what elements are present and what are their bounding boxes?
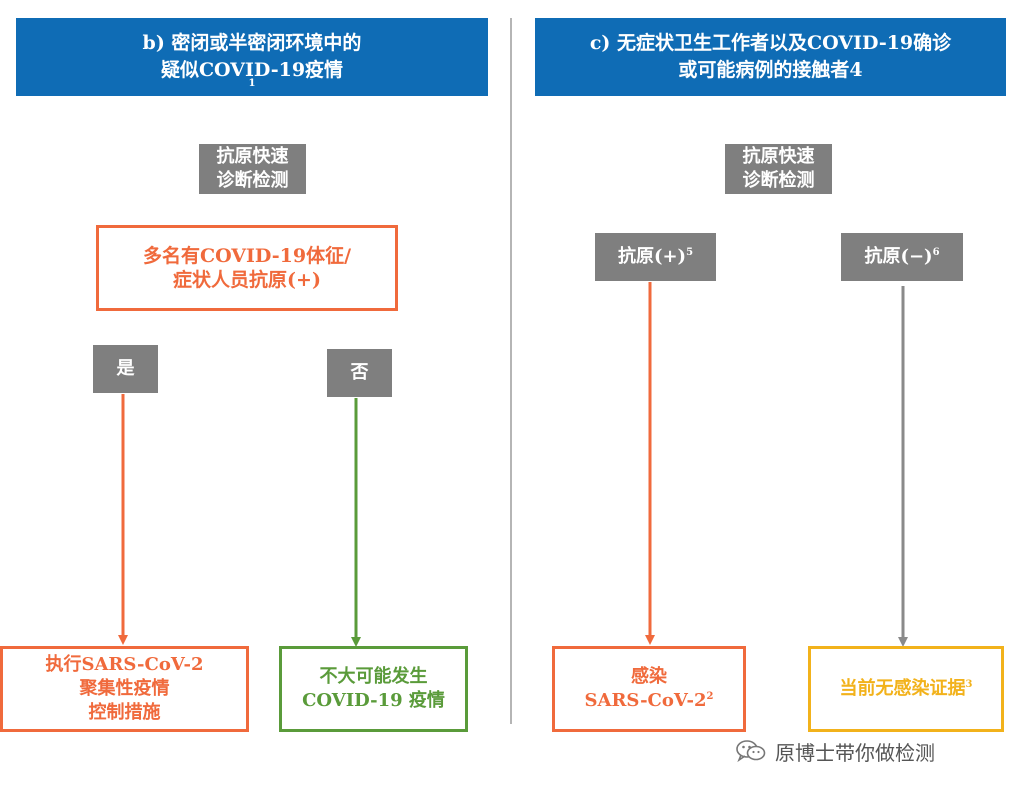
- condition-line2: 症状人员抗原(+): [173, 269, 321, 291]
- yes-outcome-line3: 控制措施: [88, 702, 161, 723]
- watermark: 原博士带你做检测: [735, 736, 997, 766]
- antigen-negative-box: 抗原(−)6: [841, 233, 963, 281]
- panel-c-test-box: 抗原快速 诊断检测: [725, 144, 832, 194]
- antigen-negative-label: 抗原(−)6: [864, 246, 940, 267]
- panel-c-header-line1: c) 无症状卫生工作者以及COVID-19确诊: [589, 32, 952, 54]
- footnote-6: 6: [932, 247, 940, 258]
- panel-divider: [510, 18, 512, 724]
- no-outcome-box: 不大可能发生 COVID-19 疫情: [279, 646, 468, 732]
- no-label-box: 否: [327, 349, 392, 397]
- no-outcome-line2: COVID-19 疫情: [302, 690, 445, 711]
- yes-label-box: 是: [93, 345, 158, 393]
- footnote-5: 5: [686, 247, 694, 258]
- condition-line1: 多名有COVID-19体征/: [142, 245, 352, 267]
- footnote-3: 3: [965, 679, 973, 690]
- no-outcome-line1: 不大可能发生: [319, 666, 428, 687]
- yes-outcome-line2: 聚集性疫情: [79, 678, 170, 699]
- no-label: 否: [350, 362, 369, 383]
- panel-b-test-line1: 抗原快速: [216, 146, 289, 167]
- wechat-icon: [735, 738, 767, 764]
- panel-b-test-box: 抗原快速 诊断检测: [199, 144, 306, 194]
- panel-b-header-line1: b) 密闭或半密闭环境中的: [142, 32, 362, 54]
- antigen-positive-box: 抗原(+)5: [595, 233, 716, 281]
- yes-label: 是: [116, 358, 135, 379]
- yes-outcome-line1: 执行SARS-CoV-2: [45, 654, 204, 675]
- positive-outcome-box: 感染 SARS-CoV-22: [552, 646, 746, 732]
- panel-c-test-line1: 抗原快速: [742, 146, 815, 167]
- negative-outcome-text: 当前无感染证据3: [839, 678, 973, 699]
- footnote-2: 2: [706, 691, 714, 702]
- panel-c-header-line2: 或可能病例的接触者4: [678, 59, 863, 81]
- antigen-positive-label: 抗原(+)5: [617, 246, 694, 267]
- panel-c-test-line2: 诊断检测: [742, 170, 815, 191]
- yes-outcome-box: 执行SARS-CoV-2 聚集性疫情 控制措施: [0, 646, 249, 732]
- panel-c-header: c) 无症状卫生工作者以及COVID-19确诊 或可能病例的接触者4: [535, 18, 1006, 96]
- positive-outcome-line2: SARS-CoV-22: [584, 690, 714, 711]
- positive-outcome-line1: 感染: [631, 666, 667, 687]
- panel-b-condition-box: 多名有COVID-19体征/ 症状人员抗原(+): [96, 225, 398, 311]
- negative-outcome-box: 当前无感染证据3: [808, 646, 1004, 732]
- panel-b-test-line2: 诊断检测: [216, 170, 289, 191]
- watermark-text: 原博士带你做检测: [775, 740, 935, 765]
